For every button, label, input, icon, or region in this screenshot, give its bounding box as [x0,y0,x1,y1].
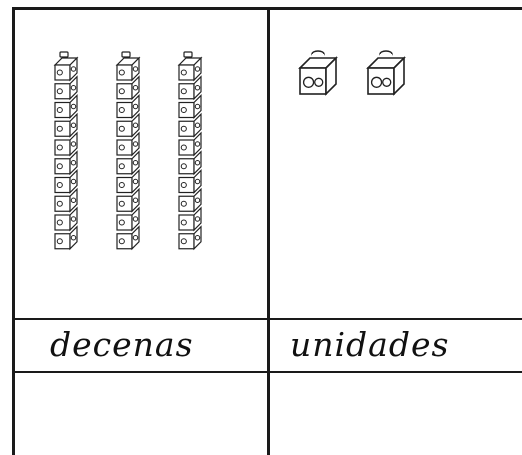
blocks-label-divider [12,318,522,320]
rod-knob [184,52,192,57]
unit-cube [300,51,336,94]
tens-answer-box[interactable] [15,373,267,455]
unit-cube [368,51,404,94]
ten-rod [55,52,77,249]
units-blocks-cell [270,10,522,318]
units-label: unidades [290,328,449,361]
tens-rods [15,10,267,318]
tens-label: decenas [50,328,194,361]
tens-blocks-cell [15,10,267,318]
rod-knob [122,52,130,57]
ten-rod [179,52,201,249]
unit-cubes [270,10,522,318]
units-answer-box[interactable] [270,373,522,455]
rod-knob [60,52,68,57]
ten-rod [117,52,139,249]
